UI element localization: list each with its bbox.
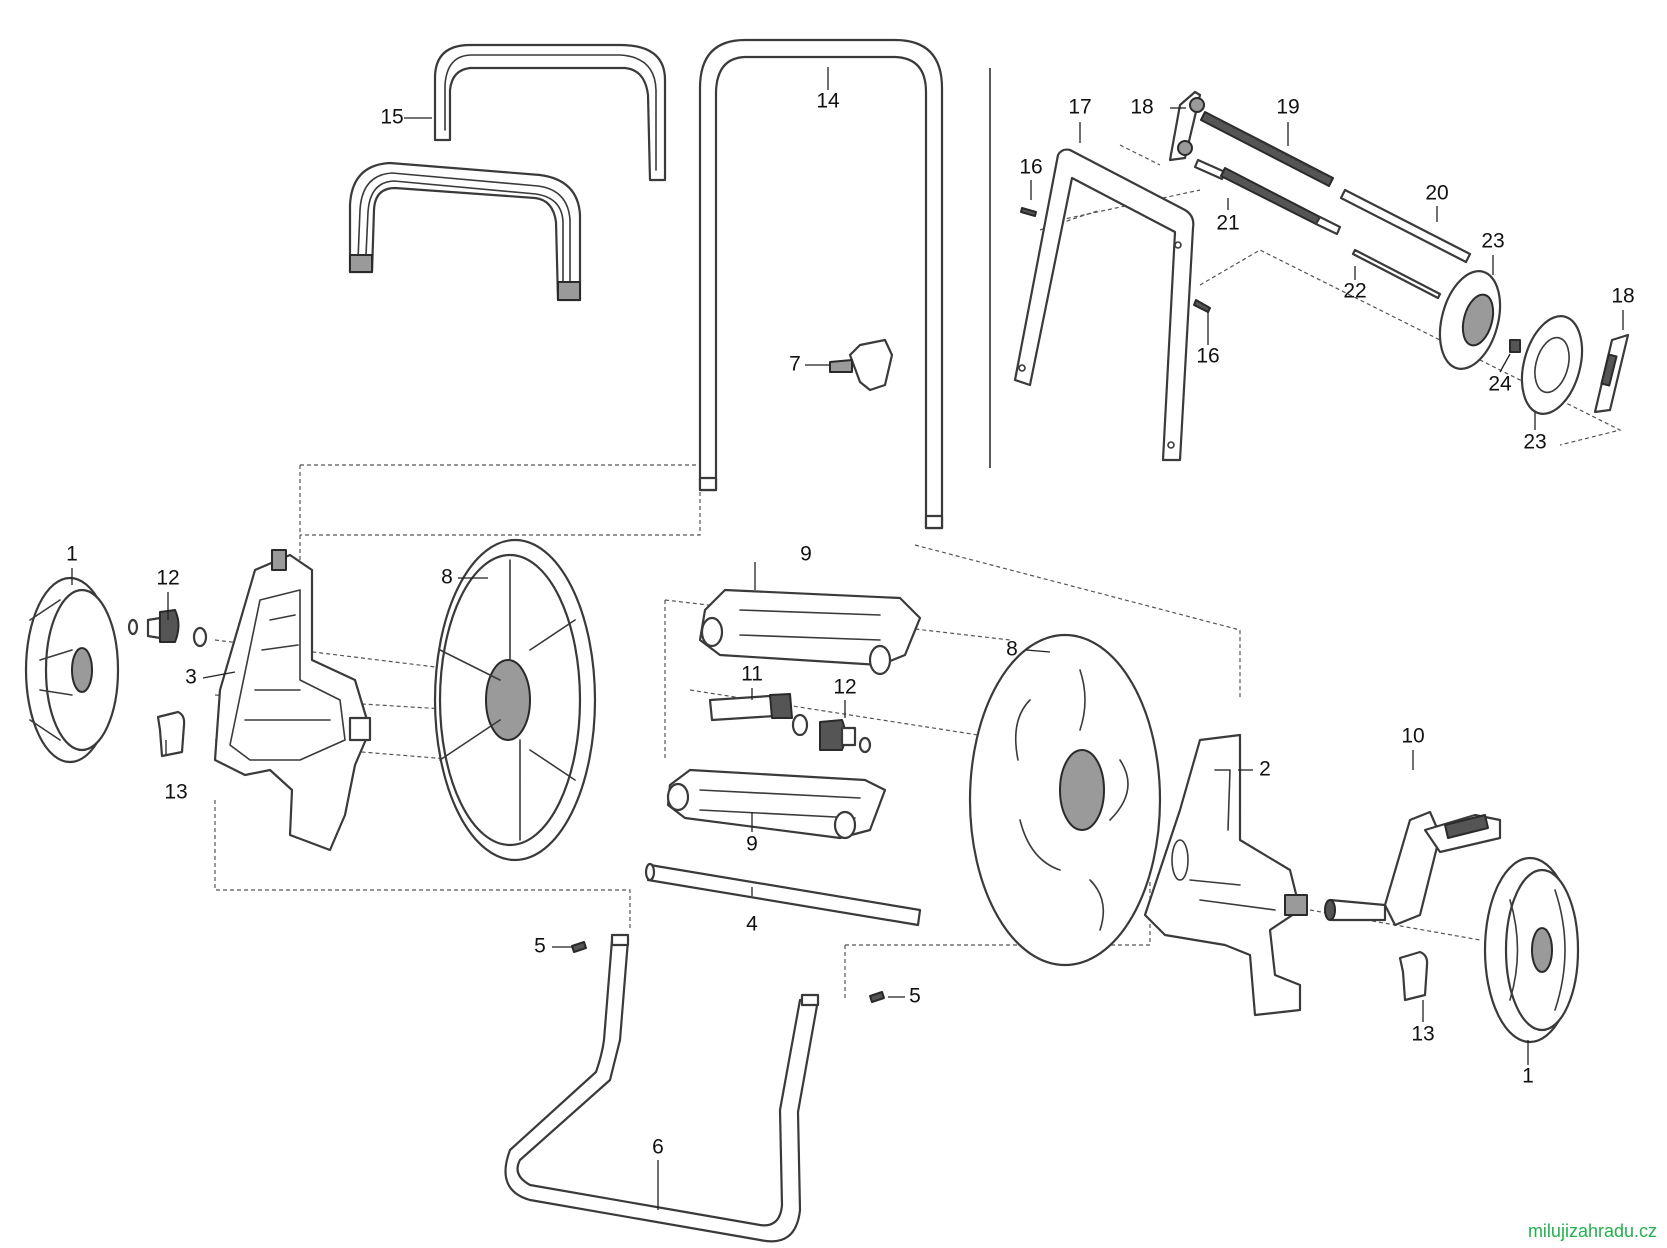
- part-12-coupling-left: [127, 609, 208, 648]
- part-14-handle-tube: [698, 38, 944, 530]
- part-2-side-housing-right: [1143, 733, 1308, 1017]
- part-12-coupling-mid: [819, 719, 872, 754]
- part-18-end-brackets: [1168, 90, 1630, 414]
- part-19-threaded-rod: [1200, 111, 1334, 187]
- callout-5-right: 5: [909, 985, 921, 1008]
- callout-21: 21: [1216, 212, 1239, 235]
- part-9-cross-member-bottom: [666, 768, 887, 840]
- part-1-wheel-left: [24, 576, 120, 764]
- callout-3: 3: [185, 666, 197, 689]
- part-24-pin: [1509, 339, 1521, 353]
- callout-17: 17: [1068, 96, 1091, 119]
- callout-12-left: 12: [156, 567, 179, 590]
- callout-6: 6: [652, 1136, 664, 1159]
- callout-13-right: 13: [1411, 1023, 1434, 1046]
- callout-8-left: 8: [441, 566, 453, 589]
- part-15-handle-covers: [348, 43, 667, 302]
- callout-23-top: 23: [1481, 230, 1504, 253]
- callout-16-bottom: 16: [1196, 345, 1219, 368]
- part-21-spindle: [1193, 158, 1342, 236]
- callout-8-right: 8: [1006, 638, 1018, 661]
- callout-1-left: 1: [66, 543, 78, 566]
- callout-5-left: 5: [534, 935, 546, 958]
- callout-13-left: 13: [164, 781, 187, 804]
- callout-9-top: 9: [800, 543, 812, 566]
- part-8-reel-disc-left: [433, 538, 597, 862]
- callout-10: 10: [1401, 725, 1424, 748]
- callout-leaders: [71, 67, 1624, 1210]
- callout-12-mid: 12: [833, 676, 856, 699]
- callout-14: 14: [816, 90, 840, 113]
- part-16-screws: [1020, 207, 1211, 313]
- callout-20: 20: [1425, 182, 1448, 205]
- callout-15: 15: [380, 106, 403, 129]
- callout-23-bottom: 23: [1523, 431, 1546, 454]
- part-1-wheel-right: [1483, 856, 1580, 1044]
- part-13-clamp-right: [1398, 950, 1429, 1002]
- callout-16-top: 16: [1019, 156, 1042, 179]
- part-6-base-frame: [504, 933, 820, 1243]
- part-5-screws: [571, 941, 885, 1003]
- callout-19: 19: [1276, 96, 1299, 119]
- part-13-clamp-left: [156, 710, 186, 758]
- callout-18-top: 18: [1130, 96, 1153, 119]
- callout-1-right: 1: [1522, 1065, 1534, 1088]
- callout-22: 22: [1343, 280, 1366, 303]
- part-23-guide-disks: [1438, 270, 1584, 415]
- part-22-thin-rod: [1351, 248, 1442, 300]
- callout-7: 7: [789, 353, 801, 376]
- part-9-cross-member-top: [698, 588, 922, 676]
- part-17-frame: [1013, 148, 1195, 462]
- callout-4: 4: [746, 913, 758, 936]
- callout-2: 2: [1259, 758, 1271, 781]
- callout-24: 24: [1488, 373, 1512, 396]
- part-10-crank: [1324, 810, 1502, 927]
- site-watermark: milujizahradu.cz: [1527, 1221, 1657, 1241]
- part-11-connector: [708, 693, 809, 737]
- part-8-reel-disc-right: [968, 633, 1162, 967]
- part-7-hose-clip: [829, 338, 894, 392]
- callout-9-bottom: 9: [746, 833, 758, 856]
- part-4-axle-tube: [644, 862, 922, 927]
- callout-labels: 1 12 3 13 8 9 11 12 9 4 5 5 6 7 8 2 10 1…: [66, 90, 1635, 1159]
- part-20-shaft-tube: [1339, 188, 1472, 264]
- callout-18-right: 18: [1611, 285, 1634, 308]
- part-3-side-housing-left: [213, 549, 372, 852]
- callout-11: 11: [741, 663, 763, 686]
